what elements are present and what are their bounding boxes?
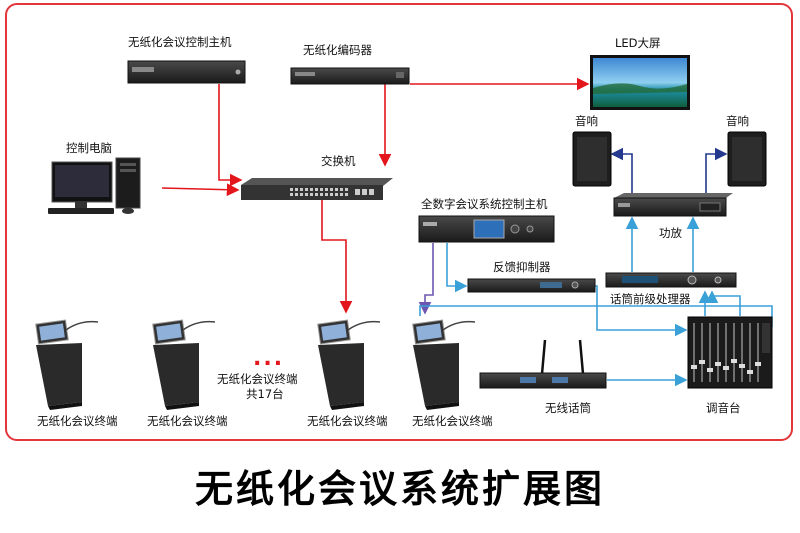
label-switch: 交换机 [321, 154, 356, 168]
link-digital-host-feedback [446, 243, 468, 293]
label-speaker-left: 音响 [575, 114, 598, 128]
label-terminal-3: 无纸化会议终端 [307, 414, 388, 428]
label-led-screen: LED大屏 [615, 36, 661, 50]
link-digital-host-terminal [418, 243, 434, 315]
label-terminal-4: 无纸化会议终端 [412, 414, 493, 428]
label-meeting-host: 无纸化会议控制主机 [128, 35, 232, 49]
terminal-device-4 [412, 319, 476, 410]
label-mixer: 调音台 [706, 401, 741, 415]
label-terminal-count-line1: 无纸化会议终端 [217, 372, 298, 386]
digital-host-device [418, 215, 555, 243]
amplifier-device [613, 193, 733, 217]
label-wireless-mic: 无线话筒 [545, 401, 591, 415]
terminal-device-2 [152, 319, 216, 410]
wireless-mic-device [479, 339, 607, 389]
terminal-device-3 [317, 319, 381, 410]
link-switch-terminal [321, 200, 353, 314]
control-pc-device [48, 157, 141, 214]
label-digital-host: 全数字会议系统控制主机 [421, 197, 548, 211]
meeting-host-device [127, 60, 246, 84]
link-feedback-mixer [595, 285, 688, 337]
link-pc-switch [161, 183, 240, 197]
label-encoder: 无纸化编码器 [303, 43, 372, 57]
label-speaker-right: 音响 [726, 114, 749, 128]
link-amp-speaker-left [610, 147, 633, 194]
label-preprocessor: 话筒前级处理器 [610, 292, 691, 306]
mixer-device [687, 316, 773, 389]
encoder-device [290, 67, 410, 85]
label-control-pc: 控制电脑 [66, 141, 112, 155]
speaker-links [610, 147, 728, 194]
diagram-frame [5, 3, 793, 441]
led-screen-device [590, 55, 690, 110]
control-links [418, 243, 434, 315]
label-terminal-1: 无纸化会议终端 [37, 414, 118, 428]
label-feedback-suppressor: 反馈抑制器 [493, 260, 551, 274]
network-links [161, 77, 590, 314]
link-mixer-preprocessor-2 [705, 290, 741, 316]
link-host-switch [218, 84, 243, 187]
label-amplifier: 功放 [659, 226, 682, 240]
feedback-suppressor-device [467, 278, 596, 293]
speaker-right-device [727, 131, 767, 187]
speaker-left-device [572, 131, 612, 187]
terminal-device-1 [35, 319, 99, 410]
ellipsis-marker: ... [253, 346, 285, 371]
preprocessor-device [605, 272, 737, 288]
link-amp-speaker-right [705, 147, 728, 194]
diagram-title: 无纸化会议系统扩展图 [194, 467, 605, 511]
switch-device [241, 178, 393, 200]
label-terminal-2: 无纸化会议终端 [147, 414, 228, 428]
label-terminal-count-line2: 共17台 [246, 387, 284, 401]
